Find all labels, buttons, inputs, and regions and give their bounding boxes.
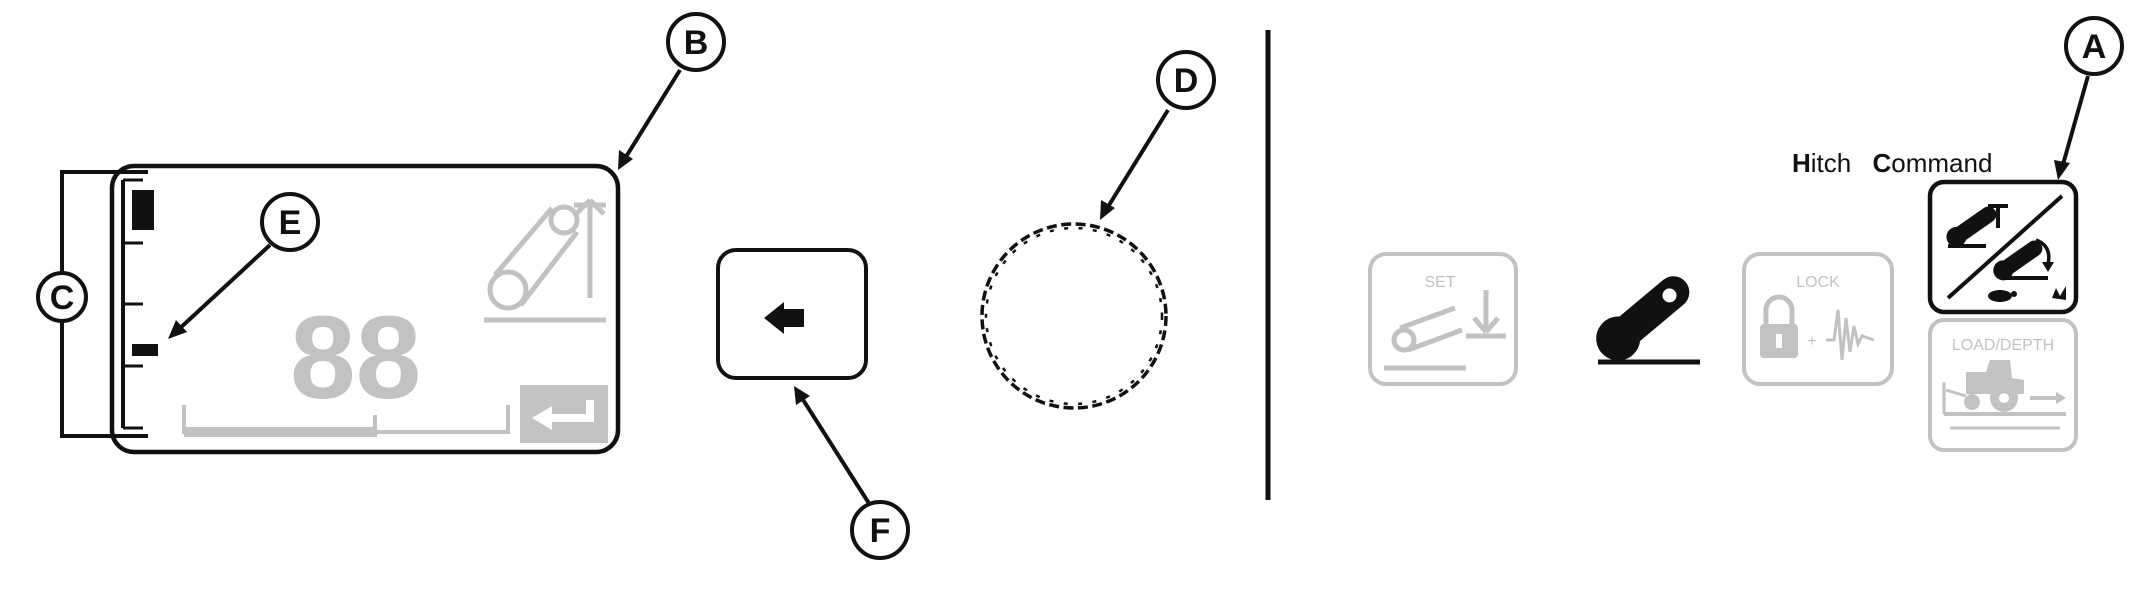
svg-text:SET: SET — [1424, 274, 1455, 291]
callout-e: E — [168, 192, 320, 339]
svg-text:B: B — [684, 24, 709, 62]
hitch-lower-set-icon — [1384, 290, 1506, 371]
hitch-command-icon — [1946, 194, 2066, 302]
svg-text:LOAD/DEPTH: LOAD/DEPTH — [1952, 337, 2054, 354]
hitch-command-title: Hitch Command — [1792, 148, 1992, 178]
enter-icon — [520, 385, 608, 443]
display-frame — [109, 163, 621, 455]
svg-text:E: E — [279, 204, 302, 242]
bar-gauge — [121, 178, 158, 430]
callout-d: D — [1100, 50, 1216, 220]
back-button[interactable] — [716, 248, 868, 380]
display-digits: 88 — [290, 292, 421, 424]
hitch-raise-icon — [484, 198, 606, 323]
load-depth-button[interactable]: LOAD/DEPTH — [1928, 318, 2078, 452]
hitch-lever-icon[interactable] — [1587, 265, 1700, 369]
callout-b: B — [618, 12, 726, 170]
left-arrow-icon — [764, 302, 804, 334]
set-button[interactable]: SET — [1368, 252, 1518, 386]
callout-f: F — [794, 386, 910, 560]
svg-text:D: D — [1174, 62, 1199, 100]
padlock-icon — [1760, 294, 1798, 358]
callout-a: A — [2054, 16, 2124, 180]
svg-text:A: A — [2082, 28, 2107, 66]
lock-button[interactable]: LOCK + — [1742, 252, 1894, 386]
callout-c: C — [36, 271, 88, 323]
display-progress-bar — [182, 405, 510, 437]
rotary-knob[interactable] — [980, 222, 1168, 410]
svg-text:F: F — [870, 512, 891, 550]
hitch-command-button[interactable] — [1927, 179, 2079, 315]
lcd-display: 88 — [60, 163, 621, 455]
vibration-icon — [1826, 309, 1875, 361]
svg-text:C: C — [50, 279, 75, 317]
tractor-load-depth-icon — [1942, 360, 2066, 430]
svg-text:+: + — [1807, 333, 1816, 350]
gauge-position-marker — [132, 344, 158, 356]
gauge-upper-block — [132, 190, 154, 230]
svg-text:LOCK: LOCK — [1796, 274, 1840, 291]
